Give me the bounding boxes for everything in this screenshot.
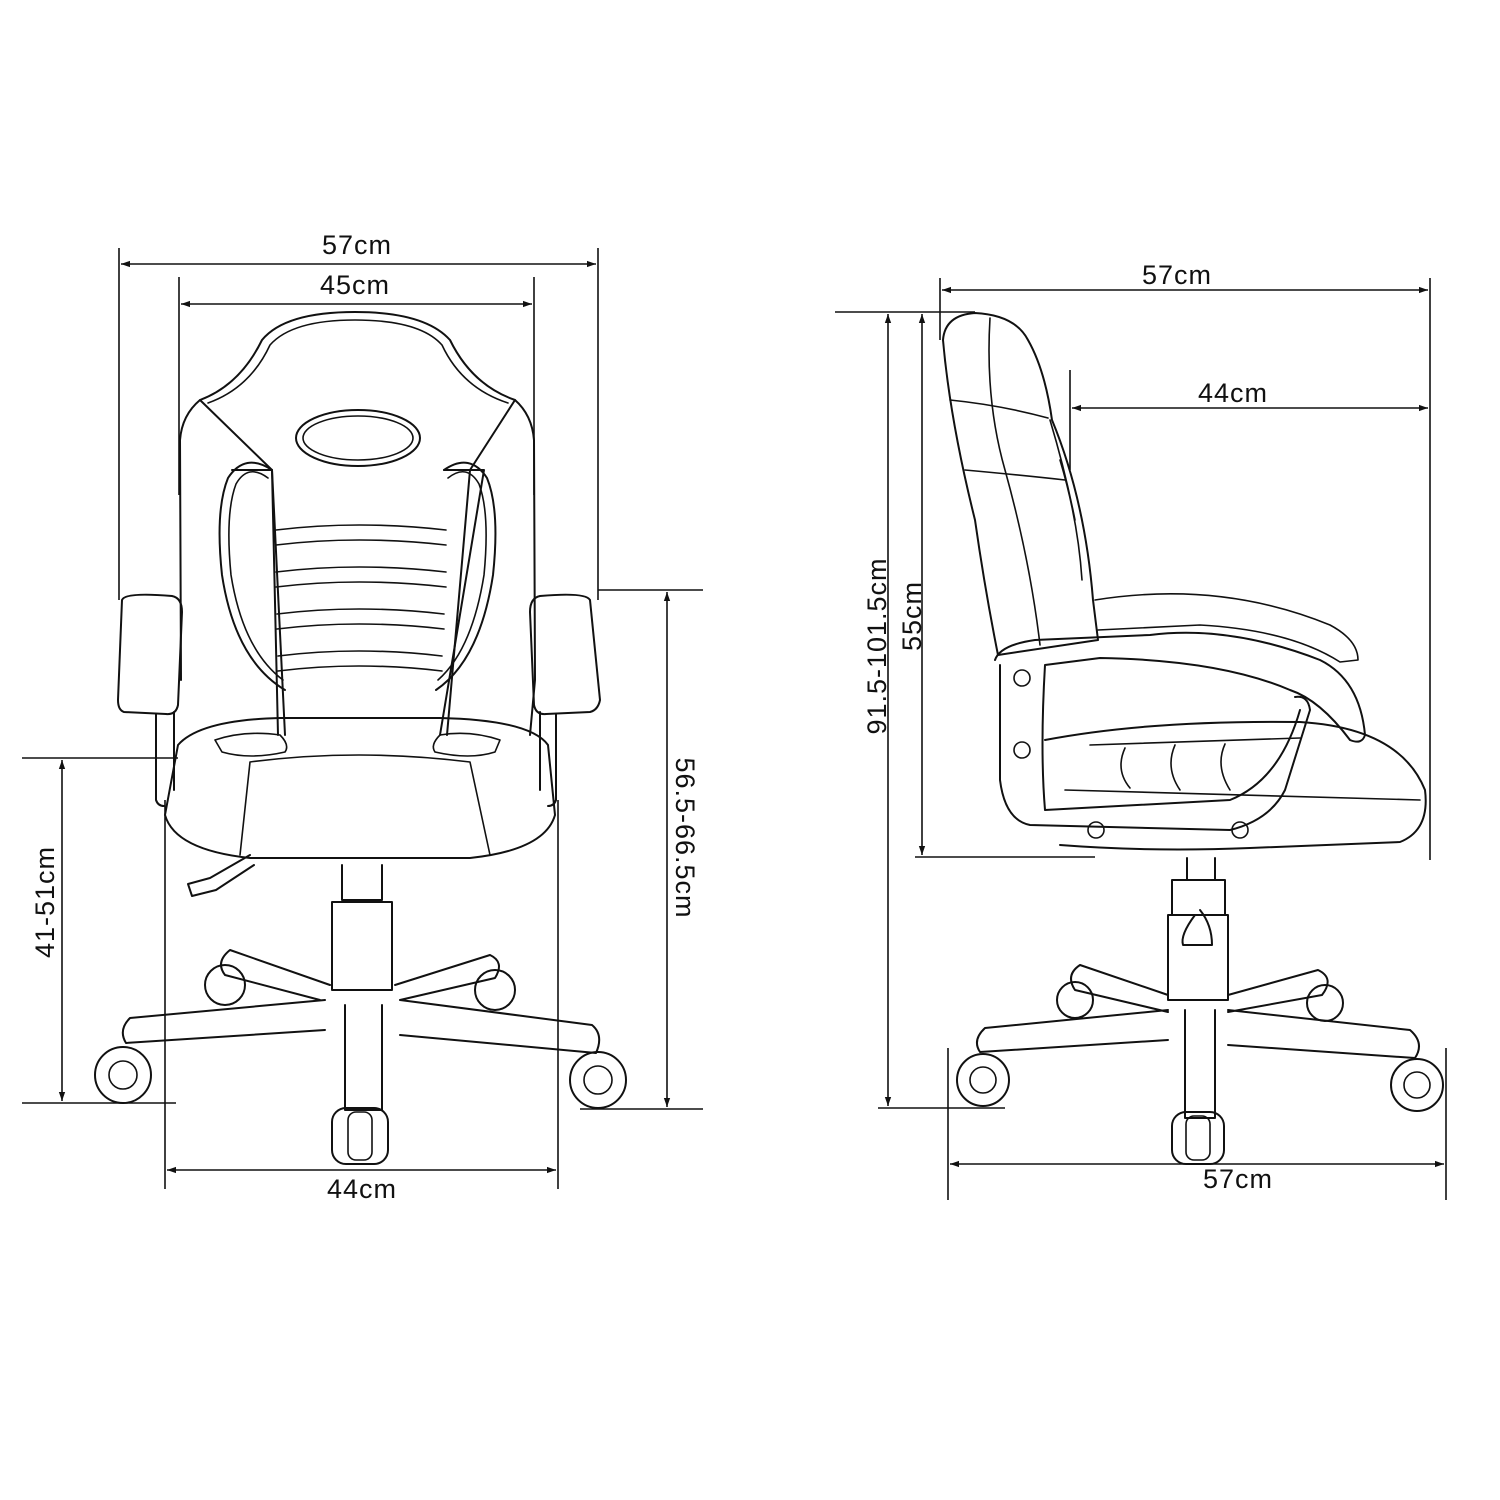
side-backrest-outline [942, 312, 1099, 656]
front-five-star-base [121, 949, 601, 1111]
side-dimensions [835, 278, 1447, 1200]
center-back-panel [231, 469, 485, 736]
front-gas-lift [331, 864, 393, 991]
side-overall-depth-label: 57cm [1142, 260, 1212, 290]
headrest-logo-oval [295, 409, 421, 467]
side-view-chair [942, 312, 1444, 1165]
side-casters [956, 981, 1444, 1165]
side-armrest-frame [999, 664, 1311, 831]
left-armrest-post [155, 711, 175, 807]
side-seat-cushion [1044, 720, 1427, 851]
side-armrest [994, 631, 1366, 811]
height-lever [187, 854, 255, 897]
side-seat-depth-label: 44cm [1198, 378, 1268, 408]
front-view-chair [94, 311, 627, 1165]
front-backrest-width-label: 45cm [320, 270, 390, 300]
front-overall-width-label: 57cm [322, 230, 392, 260]
front-seat-cushion [164, 717, 556, 859]
front-backrest-top [199, 311, 516, 401]
side-total-height-label: 91.5-101.5cm [862, 557, 892, 734]
left-armrest-pad [117, 593, 183, 716]
left-bolster [218, 461, 286, 691]
front-base-width-label: 44cm [327, 1174, 397, 1204]
side-base-depth-label: 57cm [1203, 1164, 1273, 1194]
side-five-star-base [975, 964, 1420, 1119]
side-backrest-height-label: 55cm [897, 581, 927, 651]
front-casters [94, 964, 627, 1165]
front-dimensions [22, 248, 703, 1189]
front-seat-height-label: 41-51cm [30, 846, 60, 958]
right-armrest-pad [529, 593, 601, 716]
front-armrest-height-label: 56.5-66.5cm [670, 757, 700, 918]
right-bolster [435, 461, 497, 691]
side-gas-lift [1167, 857, 1229, 1001]
